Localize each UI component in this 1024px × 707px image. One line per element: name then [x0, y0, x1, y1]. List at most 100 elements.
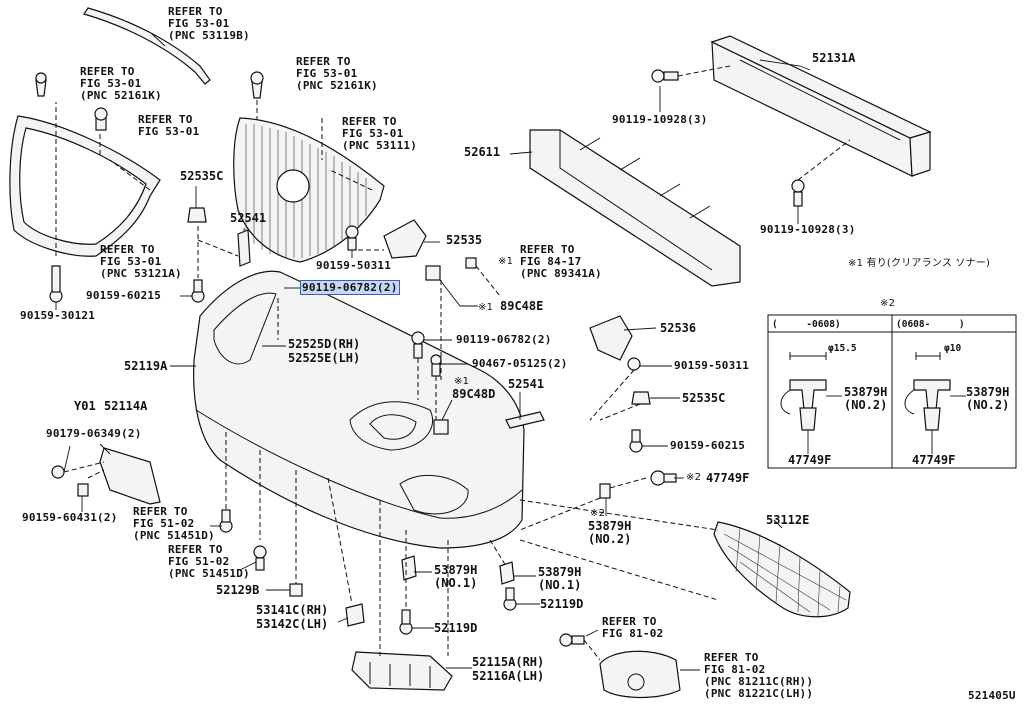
bolt-90119-06782	[411, 331, 425, 359]
bolt-ref-51451d-b	[253, 545, 267, 571]
retainer-53879h-no1-b	[499, 561, 515, 585]
part-53141c: 53141C(RH)	[256, 603, 329, 617]
mark-1-b: ※1	[478, 302, 494, 313]
part-90179-06349: 90179-06349(2)	[46, 427, 142, 440]
part-90119-10928-b: 90119-10928(3)	[760, 223, 856, 236]
part-52611: 52611	[464, 145, 501, 159]
reinforcement-52131a	[710, 35, 932, 177]
fog-lamp	[599, 650, 681, 699]
part-90159-60215-a: 90159-60215	[86, 289, 162, 302]
mark-2-b: ※2	[590, 508, 606, 519]
detail-47749f-a: 47749F	[788, 453, 832, 467]
detail-phi-2: φ10	[944, 343, 962, 354]
part-52119d-b: 52119D	[434, 621, 478, 635]
part-47749f: 47749F	[706, 471, 750, 485]
detail-phi-1: φ15.5	[828, 343, 857, 354]
part-y01: Y01	[74, 399, 96, 413]
label-ref-5301-a: REFER TO FIG 53-01	[138, 113, 200, 138]
note-1: ※1 有り(クリアランス ソナー)	[848, 258, 991, 269]
bracket-52536	[589, 315, 633, 361]
part-53879h-no1-b: 53879H (NO.1)	[538, 565, 582, 592]
label-ref-53119b: REFER TO FIG 53-01 (PNC 53119B)	[168, 5, 250, 42]
part-90467-05125: 90467-05125(2)	[472, 357, 568, 370]
clip-52535c-lower	[631, 391, 651, 405]
part-90159-60215-b: 90159-60215	[670, 439, 746, 452]
absorber-52611	[529, 129, 741, 287]
part-90119-06782: 90119-06782(2)	[456, 333, 552, 346]
part-53879h-no1-a: 53879H (NO.1)	[434, 563, 478, 590]
label-ref-52161k-b: REFER TO FIG 53-01 (PNC 52161K)	[296, 55, 378, 92]
sensor-89c48d	[433, 419, 449, 435]
detail-col-2: (0608- )	[896, 319, 965, 330]
detail-53879h-b: 53879H (NO.2)	[966, 385, 1010, 412]
part-52525e: 52525E(LH)	[288, 351, 361, 365]
detail-clip-left	[780, 352, 842, 454]
part-90159-60431: 90159-60431(2)	[22, 511, 118, 524]
label-ref-8102-b: REFER TO FIG 81-02 (PNC 81211C(RH)) (PNC…	[704, 651, 814, 700]
label-ref-8102-a: REFER TO FIG 81-02	[602, 615, 664, 640]
license-bracket-52114a	[99, 447, 161, 505]
bolt-90159-60215-b	[629, 429, 643, 453]
bolt-52131a-lower	[791, 179, 805, 207]
part-52119d-a: 52119D	[540, 597, 584, 611]
part-89c48d: 89C48D	[452, 387, 496, 401]
clip-47749f	[650, 470, 677, 486]
bumper-cover-52119a	[193, 270, 525, 549]
part-90159-30121: 90159-30121	[20, 309, 96, 322]
bolt-90159-50311-a	[345, 225, 359, 251]
bolt-90159-60431	[77, 483, 89, 497]
part-90119-06782-highlighted[interactable]: 90119-06782(2)	[300, 280, 400, 295]
part-90159-50311-b: 90159-50311	[674, 359, 750, 372]
part-90159-50311-a: 90159-50311	[316, 259, 392, 272]
detail-47749f-b: 47749F	[912, 453, 956, 467]
grille-frame	[9, 115, 161, 257]
part-89c48e: 89C48E	[500, 299, 544, 313]
label-ref-89341a: REFER TO FIG 84-17 (PNC 89341A)	[520, 243, 602, 280]
detail-col-1: ( -0608)	[772, 319, 841, 330]
part-53142c: 53142C(LH)	[256, 617, 329, 631]
highlight-box[interactable]: 90119-06782(2)	[300, 280, 400, 295]
sensor-89c48e	[425, 265, 441, 281]
label-ref-52161k-a: REFER TO FIG 53-01 (PNC 52161K)	[80, 65, 162, 102]
clip-ref-89341a	[465, 257, 477, 269]
part-52114a: 52114A	[104, 399, 148, 413]
center-grille	[233, 117, 385, 263]
retainer-52541-upper	[237, 229, 251, 267]
bolt-52119d-b	[503, 587, 517, 611]
bolt-90159-60215-a	[191, 279, 205, 303]
mark-2-a: ※2	[686, 472, 702, 483]
part-52536: 52536	[660, 321, 697, 335]
molding-strip	[83, 7, 211, 85]
part-52535c-b: 52535C	[682, 391, 726, 405]
bolt-52131a-upper	[651, 69, 679, 83]
bolt-90159-50311-b	[627, 357, 641, 371]
retainer-52541-lower	[505, 411, 545, 429]
part-53879h-no2: 53879H (NO.2)	[588, 519, 632, 546]
clip-top-left	[35, 72, 47, 97]
label-ref-51451d-b: REFER TO FIG 51-02 (PNC 51451D)	[168, 543, 250, 580]
bolt-left-upper	[94, 107, 108, 131]
clip-53879h-no2	[599, 483, 611, 499]
part-52119a: 52119A	[124, 359, 168, 373]
bolt-ref-8102-a	[559, 633, 585, 647]
bolt-52119d-a	[399, 609, 413, 635]
part-52116a: 52116A(LH)	[472, 669, 545, 683]
part-52525d: 52525D(RH)	[288, 337, 361, 351]
clip-52535c-upper	[187, 207, 207, 223]
side-support-52115a	[351, 651, 453, 691]
mark-1-c: ※1	[454, 376, 470, 387]
retainer-53879h-no1-a	[401, 555, 417, 581]
part-52541-a: 52541	[230, 211, 267, 225]
label-ref-51451d-a: REFER TO FIG 51-02 (PNC 51451D)	[133, 505, 215, 542]
pad-52129b	[289, 583, 303, 597]
part-90119-10928-a: 90119-10928(3)	[612, 113, 708, 126]
detail-53879h-a: 53879H (NO.2)	[844, 385, 888, 412]
part-52541-b: 52541	[508, 377, 545, 391]
part-52535c-a: 52535C	[180, 169, 224, 183]
bracket-52535	[383, 219, 427, 259]
clip-90467	[430, 354, 442, 377]
diagram-code: 521405U	[968, 689, 1016, 702]
bolt-90179	[51, 465, 65, 479]
